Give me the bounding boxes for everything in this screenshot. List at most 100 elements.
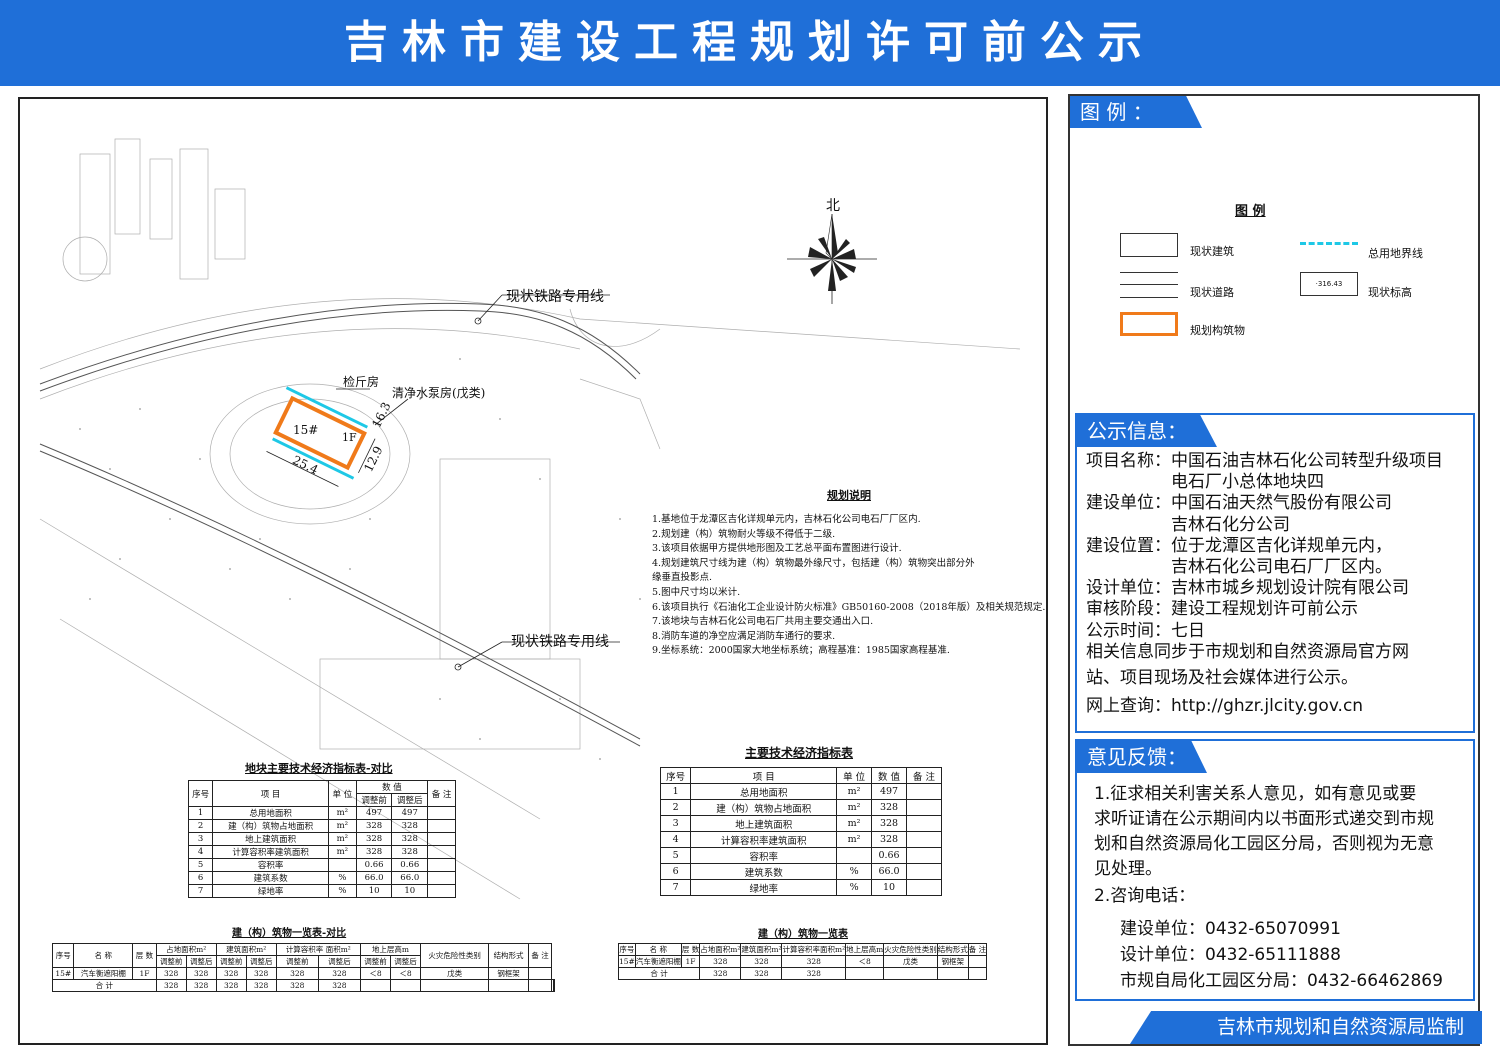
legend-planned-structure-swatch — [1120, 312, 1178, 336]
table-cell: 容积率 — [690, 847, 838, 864]
table-cell: 火灾危险性类别 — [883, 943, 938, 956]
table-cell: 地上层高m — [359, 943, 421, 956]
site-boundary-line — [271, 437, 355, 480]
table-cell: 6 — [187, 871, 214, 885]
table-cell: 汽车衡遮阳棚 — [634, 955, 682, 968]
table-cell: 绿地率 — [690, 879, 838, 896]
table-cell: 建（构）筑物占地面积 — [690, 799, 838, 816]
public-info-line: 设计单位：吉林市城乡规划设计院有限公司 — [1086, 578, 1409, 599]
table-header-row: 序号项 目单 位数 值备 注 — [659, 767, 942, 784]
table-cell: 328 — [215, 979, 247, 992]
table-cell: 合 计 — [617, 967, 701, 980]
table-cell: 项 目 — [212, 780, 329, 807]
railway-line — [39, 302, 641, 385]
table-cell: 钢框架 — [936, 955, 969, 968]
table-cell: 328 — [391, 845, 429, 859]
footer-band — [1130, 1011, 1482, 1044]
table-cell: 建（构）筑物占地面积 — [212, 819, 329, 833]
feedback-p1-line-2: 求听证请在公示期间内以书面形式递交到市规 — [1094, 809, 1434, 829]
table-cell: 层 数 — [132, 943, 157, 968]
table-cell: m² — [836, 799, 873, 816]
table-cell — [967, 967, 988, 980]
table-cell: 结构形式 — [488, 943, 529, 968]
dimension-line — [358, 438, 376, 474]
table-cell: 66.0 — [391, 871, 429, 885]
table-cell — [906, 799, 942, 816]
table-cell: 7 — [187, 884, 214, 898]
planning-note: 9.坐标系统：2000国家大地坐标系统；高程基准：1985国家高程基准. — [652, 645, 950, 657]
table-cell: 备 注 — [427, 780, 456, 807]
table-cell — [427, 884, 456, 898]
legend-inner-title: 图 例 — [1235, 204, 1266, 219]
table-cell: 2 — [187, 819, 214, 833]
notes-title: 规划说明 — [827, 489, 871, 502]
table-cell: 序号 — [51, 943, 75, 968]
table-cell: 戊类 — [419, 967, 490, 980]
table-cell: m² — [836, 831, 873, 848]
table-cell — [427, 871, 456, 885]
table-cell: m² — [327, 832, 357, 846]
table-cell: m² — [836, 783, 873, 800]
website-link[interactable]: 网上查询：http://ghzr.jlcity.gov.cn — [1086, 696, 1364, 716]
table-cell — [906, 847, 942, 864]
table-cell: 单 位 — [327, 780, 357, 807]
title-banner — [0, 0, 1500, 86]
table-cell — [883, 967, 938, 980]
table-cell: 0.66 — [391, 858, 429, 872]
table-cell: ＜8 — [389, 967, 421, 980]
public-info-line: 建设单位：中国石油天然气股份有限公司 — [1086, 493, 1392, 514]
table-cell: % — [836, 863, 873, 880]
table-cell: 328 — [781, 967, 847, 980]
table-cell: 328 — [871, 815, 908, 832]
table-cell: 调整前 — [275, 955, 319, 968]
page-title: 吉林市建设工程规划许可前公示 — [344, 17, 1156, 68]
site-plan-drawing — [39, 138, 1021, 900]
table-cell: 2 — [659, 799, 692, 816]
phone-designer: 设计单位：0432-65111888 — [1120, 945, 1341, 965]
feedback-p2: 2.咨询电话： — [1094, 886, 1196, 906]
table-cell: 调整后 — [389, 955, 421, 968]
site-boundary-line — [285, 386, 369, 429]
table-cell — [327, 858, 357, 872]
legend-label-site-boundary: 总用地界线 — [1368, 247, 1423, 260]
feedback-p1-line-1: 1.征求相关利害关系人意见，如有意见或要 — [1094, 784, 1417, 804]
railway-label-lower: 现状铁路专用线 — [511, 634, 609, 650]
table-cell: ＜8 — [845, 955, 885, 968]
table-cell: m² — [327, 806, 357, 820]
info-panel-frame — [1068, 94, 1480, 1046]
table-cell: 调整后 — [317, 955, 361, 968]
table-cell: 497 — [871, 783, 908, 800]
planning-note: 8.消防车道的净空应满足消防车通行的要求. — [652, 630, 836, 642]
table-cell: 5 — [659, 847, 692, 864]
railway-line — [39, 443, 641, 740]
table-cell: m² — [327, 845, 357, 859]
table-main-title: 主要技术经济指标表 — [745, 746, 854, 760]
table-cell: 15# — [618, 955, 636, 968]
legend-site-boundary-swatch — [1300, 242, 1358, 245]
public-info-line: 审核阶段：建设工程规划许可前公示 — [1086, 599, 1358, 620]
table-cell: 序号 — [187, 780, 214, 807]
table-header-row: 序号项 目单 位数 值备 注 — [187, 780, 456, 807]
legend-label-elevation: 现状标高 — [1368, 286, 1412, 299]
table-cell: 3 — [187, 832, 214, 846]
table-cell: 调整后 — [391, 793, 429, 807]
planning-note: 1.基地位于龙潭区吉化详规单元内，吉林石化公司电石厂厂区内. — [652, 514, 921, 525]
existing-tank — [62, 236, 108, 282]
table-cell: 328 — [317, 979, 361, 992]
dimension-line — [266, 451, 339, 487]
table-cell: 328 — [185, 967, 217, 980]
table-cell: 建筑系数 — [690, 863, 838, 880]
plan-drawing-frame — [18, 97, 1048, 1045]
